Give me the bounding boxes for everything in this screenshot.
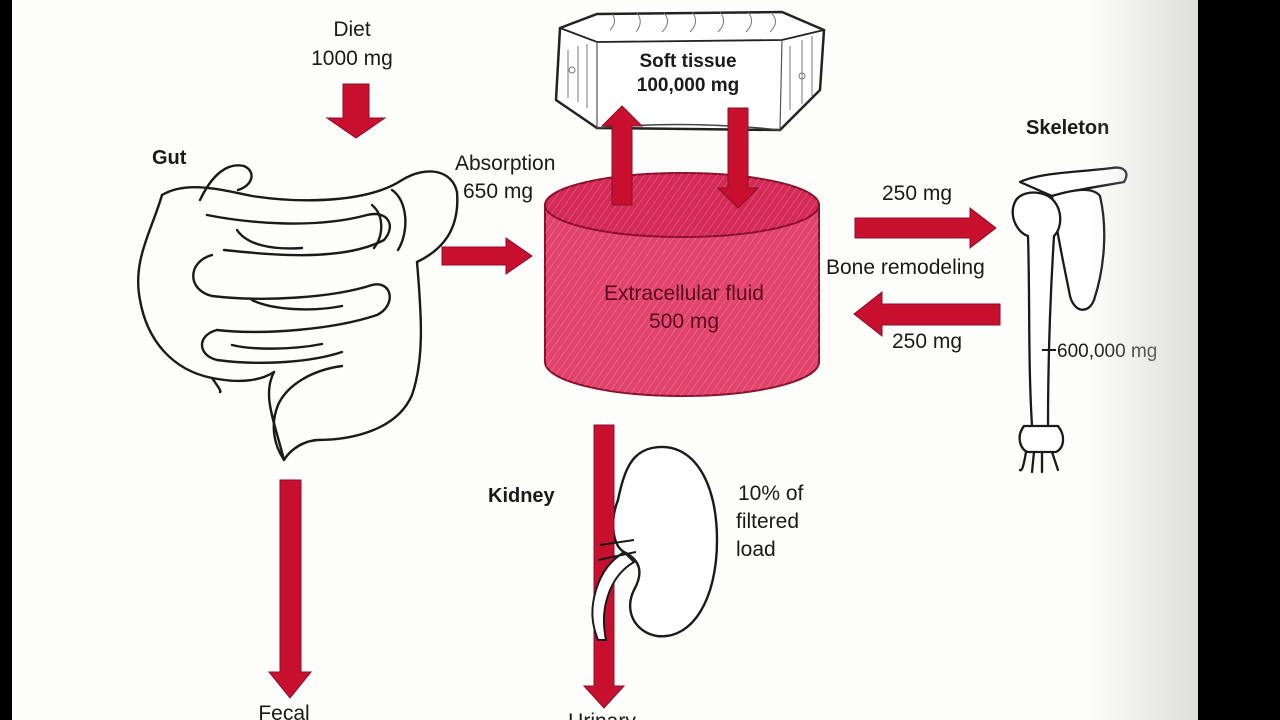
ecf-to-soft-tissue-arrow [600,105,644,206]
absorption-amount: 650 mg [463,180,534,203]
ecf-to-bone-arrow [854,206,997,250]
soft-tissue-label: Soft tissue [639,51,737,72]
ureter [591,539,637,641]
kidney-label: Kidney [488,485,555,507]
soft-tissue-to-ecf-arrow [716,107,760,209]
skeleton-illustration [1011,166,1128,474]
gut-illustration [136,164,459,462]
diet-label: Diet [333,18,371,41]
skeleton-label: Skeleton [1026,117,1110,139]
skeleton-amount: 600,000 mg [1057,341,1158,362]
ecf-amount: 500 mg [648,310,720,333]
calcium-balance-diagram [136,10,1128,709]
diet-amount: 1000 mg [311,47,393,70]
urinary-label: Urinary [568,708,636,720]
to-bone-amount: 250 mg [882,182,953,205]
urinary-arrow [582,424,626,709]
fecal-label: Fecal [258,702,310,720]
absorption-label: Absorption [455,152,556,175]
textbook-page: Diet 1000 mg Soft tissue 100,000 mg Gut … [12,0,1198,720]
fecal-arrow [267,479,313,699]
soft-tissue-amount: 100,000 mg [636,75,740,96]
kidney-note-line1: 10% of [738,482,804,505]
kidney-note-line2: filtered [736,510,800,533]
absorption-arrow [441,237,533,275]
from-bone-amount: 250 mg [892,330,963,353]
gut-label: Gut [152,147,187,169]
diet-arrow [325,83,387,139]
soft-tissue-block [554,10,826,132]
ecf-label: Extracellular fluid [604,282,764,305]
kidney-note-line3: load [736,538,776,561]
bone-remodeling-label: Bone remodeling [826,256,985,279]
bone-to-ecf-arrow [853,290,1001,338]
kidney-illustration [612,445,719,638]
